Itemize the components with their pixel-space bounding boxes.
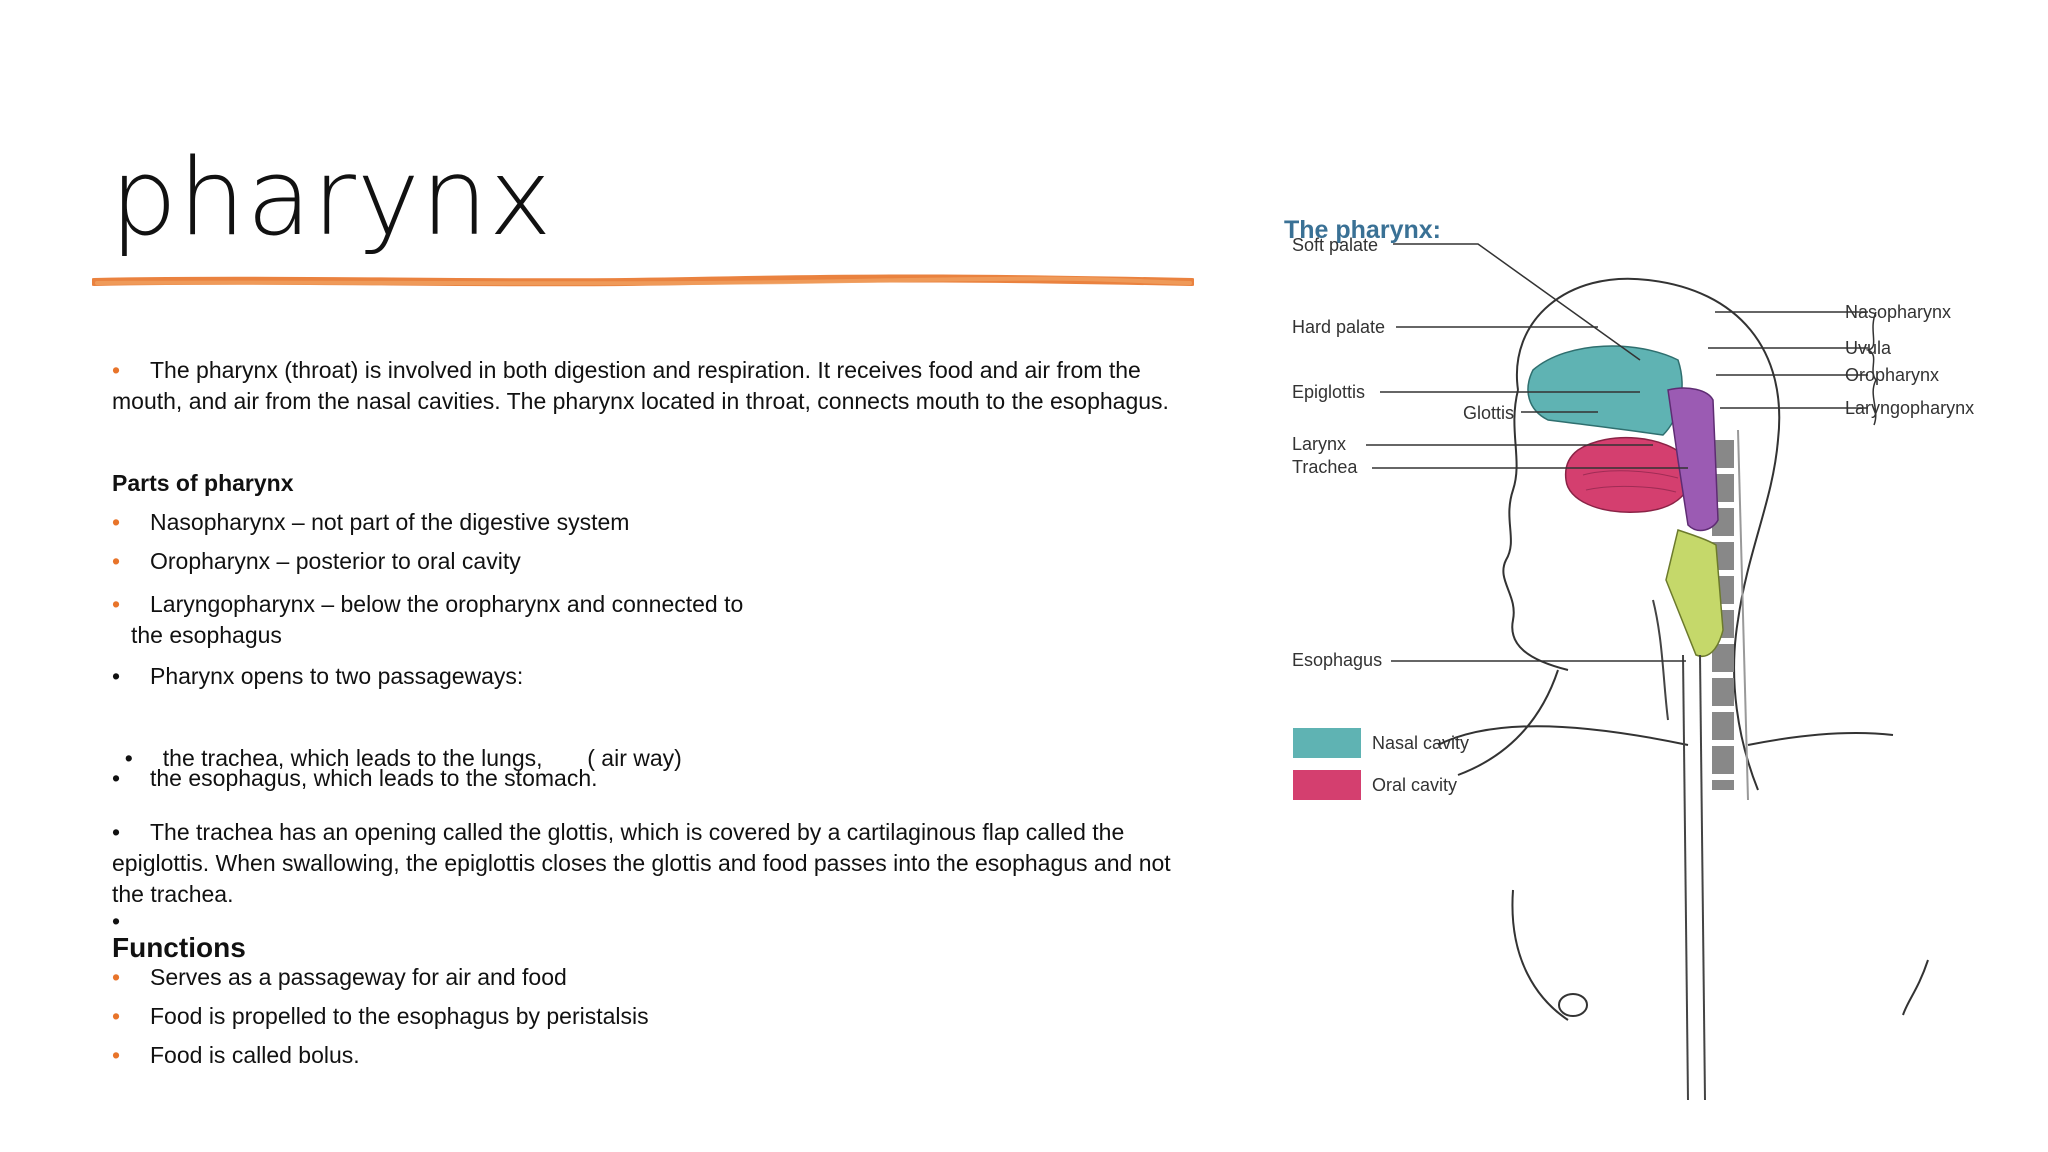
bullet: •: [112, 663, 121, 689]
label-oropharynx: Oropharynx: [1845, 365, 1939, 385]
intro-text: The pharynx (throat) is involved in both…: [112, 357, 1169, 414]
bullet: •: [112, 964, 121, 990]
legend-label-nasal: Nasal cavity: [1372, 733, 1469, 753]
list-item-text: Nasopharynx – not part of the digestive …: [150, 509, 630, 535]
slide-title: pharynx: [110, 136, 553, 259]
label-trachea: Trachea: [1292, 457, 1358, 477]
bullet: •: [112, 908, 121, 934]
bullet: •: [112, 591, 121, 617]
list-item-text: Serves as a passageway for air and food: [150, 964, 567, 990]
glottis-text: The trachea has an opening called the gl…: [112, 819, 1171, 907]
list-item: • Nasopharynx – not part of the digestive…: [112, 507, 1202, 538]
list-item: • Serves as a passageway for air and food: [112, 962, 1202, 993]
bullet: •: [112, 765, 121, 791]
label-glottis: Glottis: [1463, 403, 1514, 423]
list-item-text: Pharynx opens to two passageways:: [150, 663, 524, 689]
legend-swatch-nasal: [1293, 728, 1361, 758]
list-item: • Pharynx opens to two passageways:: [112, 661, 1202, 692]
list-item-text: Laryngopharynx – below the oropharynx an…: [150, 591, 744, 617]
label-laryngopharynx: Laryngopharynx: [1845, 398, 1974, 418]
bullet: •: [124, 745, 133, 771]
label-epiglottis: Epiglottis: [1292, 382, 1365, 402]
title-underline: [92, 274, 1194, 287]
list-item-continuation: the esophagus: [131, 622, 282, 648]
list-item: • Laryngopharynx – below the oropharynx a…: [112, 589, 1202, 620]
list-item-text: the esophagus, which leads to the stomac…: [150, 765, 598, 791]
list-item: • Food is propelled to the esophagus by p…: [112, 1001, 1202, 1032]
parts-heading: Parts of pharynx: [112, 470, 294, 496]
list-item-text: Food is propelled to the esophagus by pe…: [150, 1003, 649, 1029]
bullet: •: [112, 1003, 121, 1029]
list-item-text: the trachea, which leads to the lungs, (…: [162, 745, 682, 771]
list-item: • the esophagus, which leads to the stoma…: [112, 763, 1202, 794]
figure-title: The pharynx:: [1284, 216, 1441, 244]
bullet: •: [112, 509, 121, 535]
label-esophagus: Esophagus: [1292, 650, 1382, 670]
legend-label-oral: Oral cavity: [1372, 775, 1457, 795]
label-nasopharynx: Nasopharynx: [1845, 302, 1951, 322]
bullet: •: [112, 357, 121, 383]
list-item: • Oropharynx – posterior to oral cavity: [112, 546, 1202, 577]
empty-bullet: •: [112, 906, 1202, 937]
list-item: • Food is called bolus.: [112, 1040, 1202, 1071]
label-hard-palate: Hard palate: [1292, 317, 1385, 337]
list-item-text: Food is called bolus.: [150, 1042, 360, 1068]
label-larynx: Larynx: [1292, 434, 1346, 454]
label-soft-palate: Soft palate: [1292, 235, 1378, 255]
list-item: • the trachea, which leads to the lungs, …: [112, 712, 1202, 774]
pharynx-diagram: Soft palate Hard palate Epiglottis Glott…: [1292, 235, 1974, 1100]
intro-paragraph: •The pharynx (throat) is involved in bot…: [112, 355, 1202, 417]
glottis-paragraph: •The trachea has an opening called the g…: [112, 817, 1197, 910]
bullet: •: [112, 1042, 121, 1068]
legend-swatch-oral: [1293, 770, 1361, 800]
bullet: •: [112, 819, 121, 845]
label-uvula: Uvula: [1845, 338, 1892, 358]
list-item-text: Oropharynx – posterior to oral cavity: [150, 548, 521, 574]
functions-heading: Functions: [112, 932, 246, 963]
bullet: •: [112, 548, 121, 574]
